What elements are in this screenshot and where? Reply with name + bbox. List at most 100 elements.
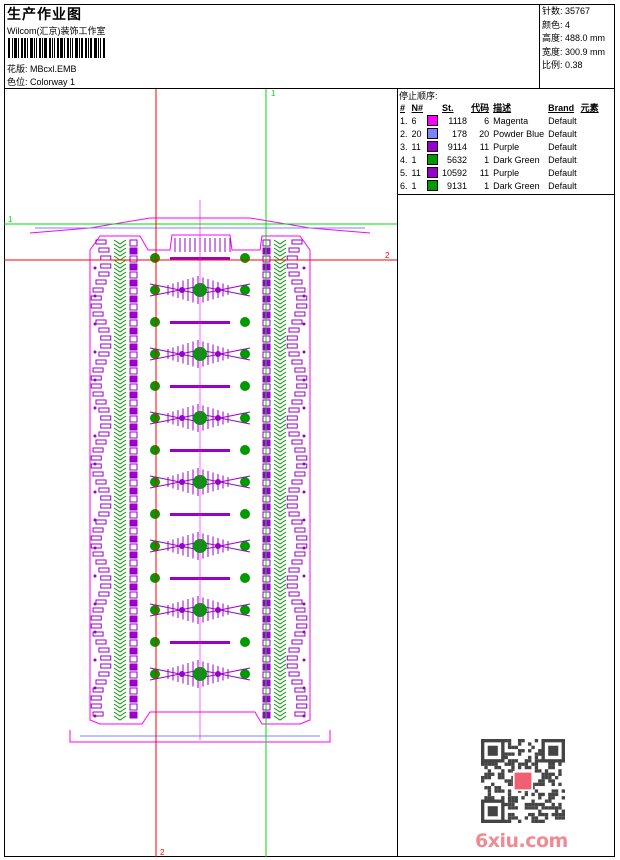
right-green-chain — [273, 279, 287, 289]
left-green-chain — [113, 679, 127, 689]
left-purple-chain — [129, 359, 138, 367]
left-zigzag-stitch — [95, 559, 107, 565]
qr-stamp-logo — [514, 772, 532, 790]
green-flower — [240, 637, 250, 647]
right-zigzag-stitch — [286, 663, 298, 669]
right-green-chain — [273, 591, 287, 601]
right-green-chain — [273, 319, 287, 329]
left-green-chain — [113, 663, 127, 673]
qr-module — [558, 812, 562, 817]
left-green-chain — [113, 383, 127, 393]
row-description: Dark Green — [493, 180, 540, 191]
qr-code — [481, 739, 565, 823]
qr-module — [548, 765, 552, 770]
qr-module — [484, 765, 488, 770]
qr-module — [538, 809, 542, 813]
qr-module — [554, 775, 559, 780]
col-code: 代码 — [471, 103, 490, 113]
left-green-chain — [113, 655, 127, 665]
left-purple-chain — [129, 303, 138, 311]
purple-diamond — [179, 351, 185, 357]
right-zigzag-stitch — [286, 423, 298, 429]
right-zigzag-stitch — [296, 295, 308, 301]
qr-module — [534, 819, 539, 823]
right-zigzag-stitch — [288, 487, 300, 493]
left-green-chain — [113, 615, 127, 625]
right-green-chain — [273, 247, 287, 257]
qr-module — [487, 769, 492, 773]
left-zigzag-stitch — [95, 359, 107, 365]
qr-module — [548, 779, 552, 783]
left-green-chain — [113, 279, 127, 289]
left-zigzag-stitch — [100, 495, 112, 501]
left-green-chain — [113, 399, 127, 409]
green-flower — [150, 669, 160, 679]
design-value: MBcxl.EMB — [30, 64, 77, 74]
barcode-bar — [88, 38, 89, 58]
right-zigzag-stitch — [286, 655, 298, 661]
qr-module — [501, 769, 505, 773]
left-purple-chain — [129, 479, 138, 487]
stat-value: 300.9 mm — [565, 46, 606, 57]
right-green-chain — [273, 311, 287, 321]
barcode-bar — [103, 38, 105, 58]
green-flower — [150, 317, 160, 327]
left-purple-chain — [129, 623, 138, 631]
left-zigzag-stitch — [100, 343, 112, 349]
qr-module — [487, 762, 492, 766]
qr-module — [548, 806, 552, 810]
left-dot — [93, 490, 97, 494]
stat-scale: 比例: 0.38 — [542, 59, 605, 73]
qr-module — [517, 752, 522, 756]
right-green-chain — [273, 399, 287, 409]
right-zigzag-stitch — [294, 287, 306, 293]
left-purple-chain — [129, 255, 138, 263]
barcode-bar — [85, 38, 87, 58]
qr-module — [531, 745, 535, 750]
page-frame — [4, 4, 615, 857]
right-zigzag-stitch — [291, 479, 303, 485]
left-green-chain — [113, 703, 127, 713]
right-zigzag-stitch — [294, 367, 306, 373]
qr-module — [544, 775, 549, 780]
company-name: Wilcom(汇京)装饰工作室 — [7, 26, 106, 36]
left-dot — [93, 546, 97, 550]
barcode-bar — [94, 38, 97, 58]
design-file-info: 花版: MBcxl.EMB — [7, 62, 77, 75]
right-zigzag-stitch — [296, 623, 308, 629]
left-zigzag-stitch — [92, 607, 104, 613]
right-green-chain — [273, 639, 287, 649]
left-zigzag-stitch — [90, 535, 102, 541]
green-flower — [240, 381, 250, 391]
header-divider — [539, 4, 540, 89]
barcode-bar — [34, 38, 35, 58]
purple-diamond — [215, 351, 221, 357]
qr-module — [511, 812, 515, 817]
qr-module — [484, 786, 488, 790]
left-green-chain — [113, 567, 127, 577]
qr-module — [511, 799, 515, 803]
barcode-bar — [49, 38, 51, 58]
qr-module — [507, 739, 512, 743]
right-dot — [302, 322, 306, 326]
green-flower — [240, 605, 250, 615]
right-green-chain — [273, 607, 287, 617]
right-zigzag-stitch — [291, 399, 303, 405]
qr-module — [487, 789, 492, 793]
panel-separator — [398, 194, 615, 195]
right-green-chain — [273, 287, 287, 297]
left-dot — [93, 602, 97, 606]
right-green-chain — [273, 679, 287, 689]
row-index: 3. — [400, 141, 408, 152]
left-green-chain — [113, 607, 127, 617]
left-zigzag-stitch — [100, 655, 112, 661]
right-zigzag-stitch — [296, 383, 308, 389]
left-green-chain — [113, 295, 127, 305]
stat-height: 高度: 488.0 mm — [542, 32, 605, 46]
barcode-bar — [54, 38, 55, 58]
left-zigzag-stitch — [90, 303, 102, 309]
qr-module — [517, 749, 522, 753]
row-needle: 20 — [411, 128, 422, 139]
right-green-chain — [273, 487, 287, 497]
left-zigzag-stitch — [100, 255, 112, 261]
